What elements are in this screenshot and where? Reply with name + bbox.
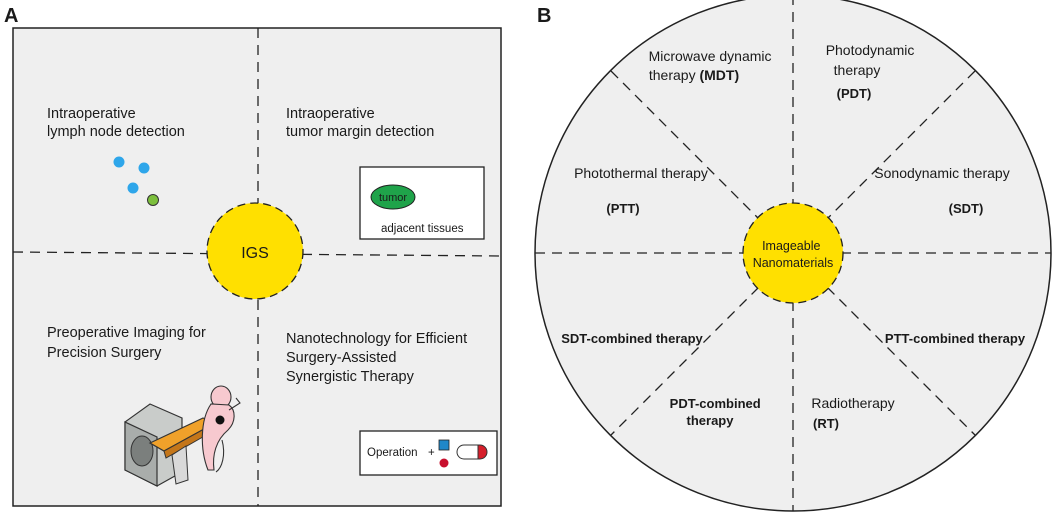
ptt-abbr: (PTT)	[606, 201, 639, 216]
pdt-label: Photodynamic therapy	[826, 42, 919, 78]
quadrant-bottom-right-text: Nanotechnology for Efficient Surgery-Ass…	[286, 331, 471, 385]
lymph-node-dot	[138, 162, 150, 174]
rt-label: Radiotherapy	[811, 395, 894, 411]
igs-circle	[206, 202, 304, 300]
lymph-node-dot	[113, 156, 125, 168]
quadrant-bottom-left-text: Preoperative Imaging for Precision Surge…	[47, 325, 210, 361]
plus-sign: +	[428, 447, 435, 459]
nanoparticle-dot-icon	[439, 458, 449, 468]
lymph-node-dot-green	[147, 194, 159, 206]
tumor-label: tumor	[379, 192, 407, 204]
adjacent-tissues-label: adjacent tissues	[381, 223, 464, 235]
sdt-combined-label: SDT-combined therapy	[561, 331, 703, 346]
sdt-label: Sonodynamic therapy	[874, 165, 1009, 181]
capsule-icon	[456, 444, 488, 460]
lymph-node-dot	[127, 182, 139, 194]
imageable-nanomaterials-label: Imageable Nanomaterials	[753, 239, 834, 270]
tumor-ellipse	[370, 184, 416, 210]
pdt-abbr: (PDT)	[837, 86, 872, 101]
igs-label: IGS	[241, 245, 269, 262]
ptt-label: Photothermal therapy	[574, 165, 708, 181]
quadrant-top-right-text: Intraoperative tumor margin detection	[286, 106, 434, 140]
quadrant-top-left-text: Intraoperative lymph node detection	[47, 106, 185, 140]
nanoparticle-square-icon	[438, 439, 450, 451]
patient-figure-icon	[201, 385, 241, 473]
panel-a-label: A	[4, 5, 18, 27]
pdt-combined-label: PDT-combined therapy	[670, 396, 765, 428]
rt-abbr: (RT)	[813, 416, 839, 431]
mdt-label: Microwave dynamic therapy (MDT)	[649, 48, 776, 83]
imageable-nanomaterials-circle	[742, 202, 844, 304]
tumor-spot	[215, 415, 225, 425]
operation-label: Operation	[367, 447, 418, 459]
ptt-combined-label: PTT-combined therapy	[885, 331, 1026, 346]
panel-b-label: B	[537, 5, 551, 27]
sdt-abbr: (SDT)	[949, 201, 984, 216]
